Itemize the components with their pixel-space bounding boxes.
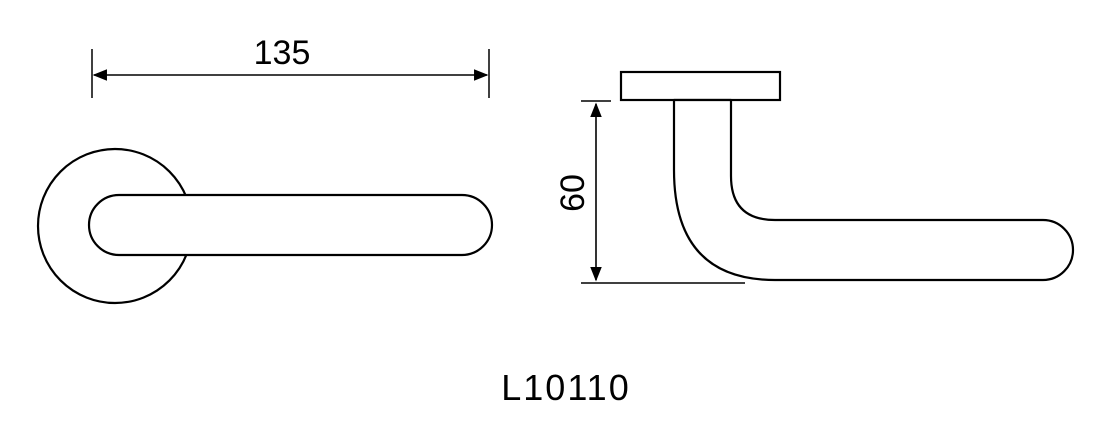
- width-dimension: 135: [91, 34, 490, 98]
- width-dimension-label: 135: [254, 34, 311, 72]
- height-dimension: 60: [554, 100, 745, 284]
- side-lever-profile: [672, 98, 1075, 282]
- front-lever-bar: [87, 193, 494, 257]
- model-code-label: L10110: [501, 367, 630, 408]
- side-rosette-plate: [619, 70, 782, 102]
- height-dimension-label: 60: [554, 174, 592, 212]
- side-view: [619, 70, 1075, 282]
- front-view: [36, 147, 494, 305]
